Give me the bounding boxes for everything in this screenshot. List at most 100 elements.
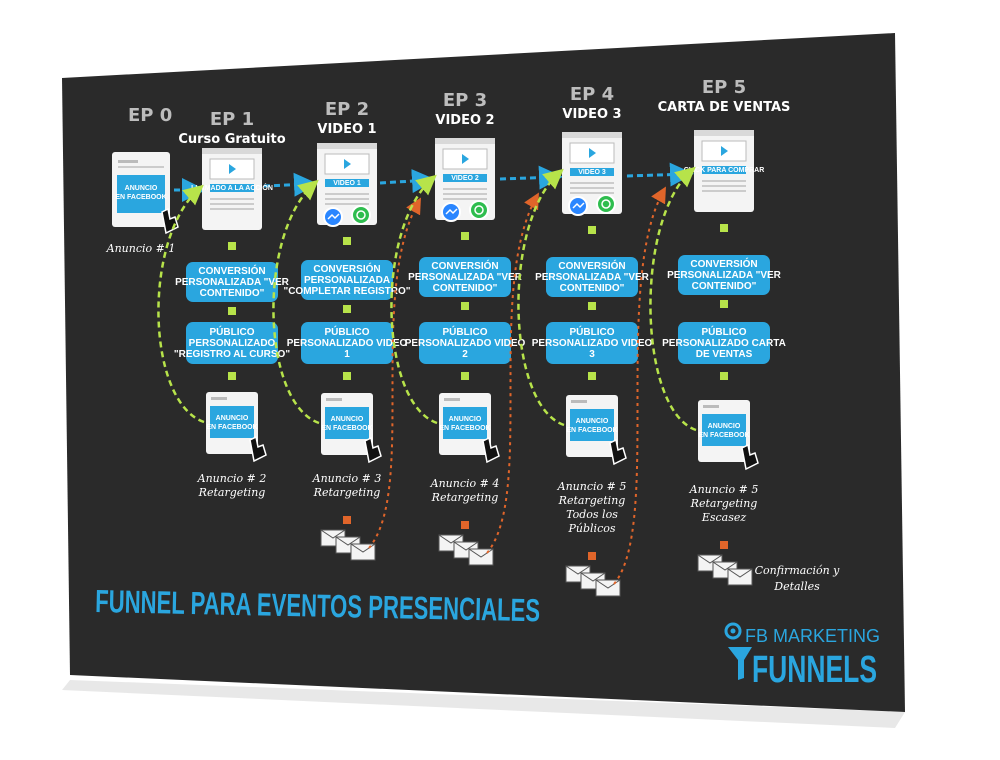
svg-text:ANUNCIO: ANUNCIO bbox=[331, 416, 364, 423]
email-stack-icon bbox=[565, 565, 621, 597]
svg-text:ANUNCIO: ANUNCIO bbox=[576, 418, 609, 425]
svg-text:2: 2 bbox=[462, 349, 468, 360]
svg-text:3: 3 bbox=[589, 349, 595, 360]
ep5-caption: Escasez bbox=[701, 511, 747, 524]
play-icon bbox=[229, 164, 236, 174]
ep1-caption: Anuncio # 2 bbox=[197, 472, 267, 485]
svg-text:PERSONALIZADA "VER: PERSONALIZADA "VER bbox=[408, 272, 523, 283]
whatsapp-icon bbox=[469, 200, 489, 220]
ep0-ad-card[interactable]: ANUNCIO EN FACEBOOK bbox=[112, 152, 179, 235]
svg-text:PERSONALIZADO VIDEO: PERSONALIZADO VIDEO bbox=[532, 338, 653, 349]
connector-dot bbox=[588, 226, 596, 234]
svg-text:"REGISTRO AL CURSO": "REGISTRO AL CURSO" bbox=[174, 349, 290, 360]
ep1-label: EP 1 bbox=[210, 109, 254, 130]
svg-text:PERSONALIZADA: PERSONALIZADA bbox=[304, 275, 390, 286]
play-icon bbox=[721, 146, 728, 156]
ep3-label: EP 3 bbox=[443, 90, 487, 111]
svg-text:EN FACEBOOK: EN FACEBOOK bbox=[321, 425, 372, 432]
email-flow-arrow bbox=[368, 197, 421, 549]
play-icon bbox=[589, 148, 596, 158]
svg-text:EN FACEBOOK: EN FACEBOOK bbox=[439, 425, 490, 432]
whatsapp-icon bbox=[351, 205, 371, 225]
svg-text:CONVERSIÓN: CONVERSIÓN bbox=[313, 262, 380, 275]
connector-dot bbox=[343, 372, 351, 380]
ep2-label: EP 2 bbox=[325, 99, 369, 120]
messenger-icon bbox=[441, 202, 461, 222]
ep0-ad-text: ANUNCIO bbox=[125, 185, 158, 192]
connector-dot bbox=[343, 305, 351, 313]
ep3-caption: Retargeting bbox=[431, 491, 499, 504]
svg-text:CONTENIDO": CONTENIDO" bbox=[200, 288, 265, 299]
svg-text:CONTENIDO": CONTENIDO" bbox=[560, 283, 625, 294]
ep2-retargeting-ad[interactable]: ANUNCIO EN FACEBOOK bbox=[321, 393, 382, 464]
ep5-page-button: CLICK PARA COMPRAR bbox=[684, 167, 765, 174]
hand-cursor-icon bbox=[741, 443, 759, 471]
retargeting-loop-arrow bbox=[272, 179, 320, 425]
ep4-page-button: VIDEO 3 bbox=[578, 169, 606, 176]
ep5-caption: Anuncio # 5 bbox=[689, 483, 759, 496]
svg-text:PERSONALIZADO VIDEO: PERSONALIZADO VIDEO bbox=[287, 338, 408, 349]
connector-dot bbox=[228, 307, 236, 315]
svg-text:PERSONALIZADO: PERSONALIZADO bbox=[189, 338, 276, 349]
ep3-retargeting-ad[interactable]: ANUNCIO EN FACEBOOK bbox=[439, 393, 500, 464]
email-caption: Detalles bbox=[773, 580, 820, 593]
ep1-page-mockup[interactable]: LLAMADO A LA ACCIÓN bbox=[191, 148, 273, 230]
svg-text:PERSONALIZADO CARTA: PERSONALIZADO CARTA bbox=[662, 338, 786, 349]
svg-text:PERSONALIZADA "VER: PERSONALIZADA "VER bbox=[667, 270, 782, 281]
svg-text:EN FACEBOOK: EN FACEBOOK bbox=[206, 424, 257, 431]
svg-text:PÚBLICO: PÚBLICO bbox=[702, 325, 747, 338]
svg-text:PERSONALIZADO VIDEO: PERSONALIZADO VIDEO bbox=[405, 338, 526, 349]
ep4-page-mockup[interactable]: VIDEO 3 bbox=[562, 132, 622, 214]
logo-line1: FB MARKETING bbox=[745, 626, 880, 646]
ep4-label: EP 4 bbox=[570, 84, 614, 105]
hand-cursor-icon bbox=[482, 436, 500, 464]
hand-cursor-icon bbox=[609, 438, 627, 466]
hand-cursor-icon bbox=[249, 435, 267, 463]
ep0-ad-text-2: EN FACEBOOK bbox=[115, 194, 166, 201]
svg-text:ANUNCIO: ANUNCIO bbox=[449, 416, 482, 423]
ep5-page-mockup[interactable]: CLICK PARA COMPRAR bbox=[684, 130, 765, 212]
svg-text:PERSONALIZADA "VER: PERSONALIZADA "VER bbox=[535, 272, 650, 283]
ep4-caption: Retargeting bbox=[558, 494, 626, 507]
ep2-caption: Anuncio # 3 bbox=[312, 472, 382, 485]
connector-dot bbox=[228, 372, 236, 380]
retargeting-loop-arrow bbox=[649, 166, 697, 432]
email-stack-icon bbox=[320, 529, 376, 561]
ep3-page-mockup[interactable]: VIDEO 2 bbox=[435, 138, 495, 220]
svg-text:PÚBLICO: PÚBLICO bbox=[210, 325, 255, 338]
ep0-label: EP 0 bbox=[128, 105, 172, 126]
ep2-page-mockup[interactable]: VIDEO 1 bbox=[317, 143, 377, 225]
ep3-subtitle: VIDEO 2 bbox=[435, 113, 494, 128]
svg-text:CONTENIDO": CONTENIDO" bbox=[433, 283, 498, 294]
connector-dot bbox=[720, 372, 728, 380]
email-flow-arrow bbox=[613, 186, 666, 585]
svg-text:EN FACEBOOK: EN FACEBOOK bbox=[698, 432, 749, 439]
email-connector bbox=[720, 541, 728, 549]
svg-text:CONVERSIÓN: CONVERSIÓN bbox=[431, 259, 498, 272]
svg-text:PÚBLICO: PÚBLICO bbox=[570, 325, 615, 338]
ep3-caption: Anuncio # 4 bbox=[430, 477, 500, 490]
ep4-caption: Todos los bbox=[566, 508, 618, 521]
email-connector bbox=[461, 521, 469, 529]
ep2-page-button: VIDEO 1 bbox=[333, 180, 361, 187]
ep4-caption: Públicos bbox=[568, 522, 616, 535]
svg-text:CONVERSIÓN: CONVERSIÓN bbox=[690, 257, 757, 270]
connector-dot bbox=[720, 224, 728, 232]
ep4-caption: Anuncio # 5 bbox=[557, 480, 627, 493]
email-stack-icon bbox=[697, 554, 753, 586]
svg-text:1: 1 bbox=[344, 349, 350, 360]
svg-text:DE VENTAS: DE VENTAS bbox=[696, 349, 753, 360]
